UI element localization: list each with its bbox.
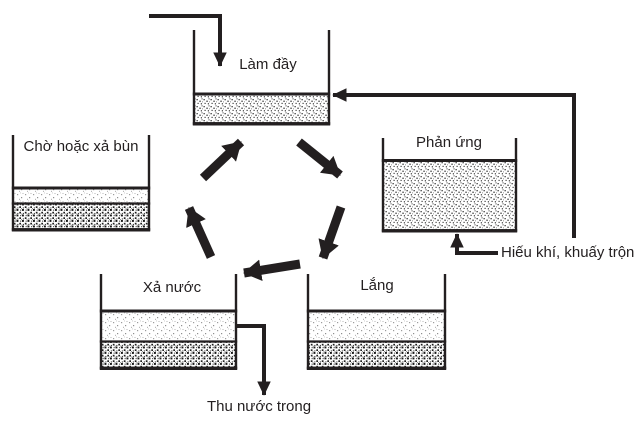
tank-settle-label: Lắng: [360, 277, 393, 294]
effluent-label: Thu nước trong: [207, 398, 311, 415]
influent-arrow: [149, 14, 227, 67]
tank-idle-label: Chờ hoặc xả bùn: [24, 138, 139, 155]
cycle-arrow-settle-to-decant: [243, 259, 301, 281]
aeration-to-fill-arrow: [332, 88, 576, 238]
tank-idle: Chờ hoặc xả bùn: [11, 135, 151, 232]
cycle-arrow-fill-to-react: [296, 138, 343, 179]
cycle-arrow-react-to-settle: [318, 205, 346, 260]
tank-fill-liquid: [195, 95, 328, 124]
tank-decant: Xả nước: [99, 274, 238, 370]
tank-decant-clear-layer: [102, 312, 235, 341]
tank-settle-clear-layer: [309, 312, 444, 341]
tank-react: Phản ứng: [381, 134, 518, 233]
effluent-arrow: [237, 324, 271, 396]
tank-fill: Làm đầy: [192, 30, 331, 126]
tank-settle-sludge-layer: [309, 342, 444, 368]
tank-decant-label: Xả nước: [143, 279, 202, 296]
aeration-to-react-arrow: [450, 233, 498, 255]
tank-fill-label: Làm đầy: [239, 56, 297, 73]
tank-idle-sludge-layer: [14, 204, 148, 229]
tank-settle: Lắng: [306, 274, 447, 370]
tank-decant-sludge-layer: [102, 342, 235, 368]
cycle-arrow-decant-to-idle: [184, 206, 216, 259]
tank-react-label: Phản ứng: [416, 134, 482, 151]
cycle-arrow-idle-to-fill: [199, 138, 245, 182]
tank-idle-clear-layer: [14, 189, 148, 203]
tank-react-liquid: [384, 161, 515, 230]
aeration-label: Hiếu khí, khuấy trộn: [501, 244, 634, 261]
